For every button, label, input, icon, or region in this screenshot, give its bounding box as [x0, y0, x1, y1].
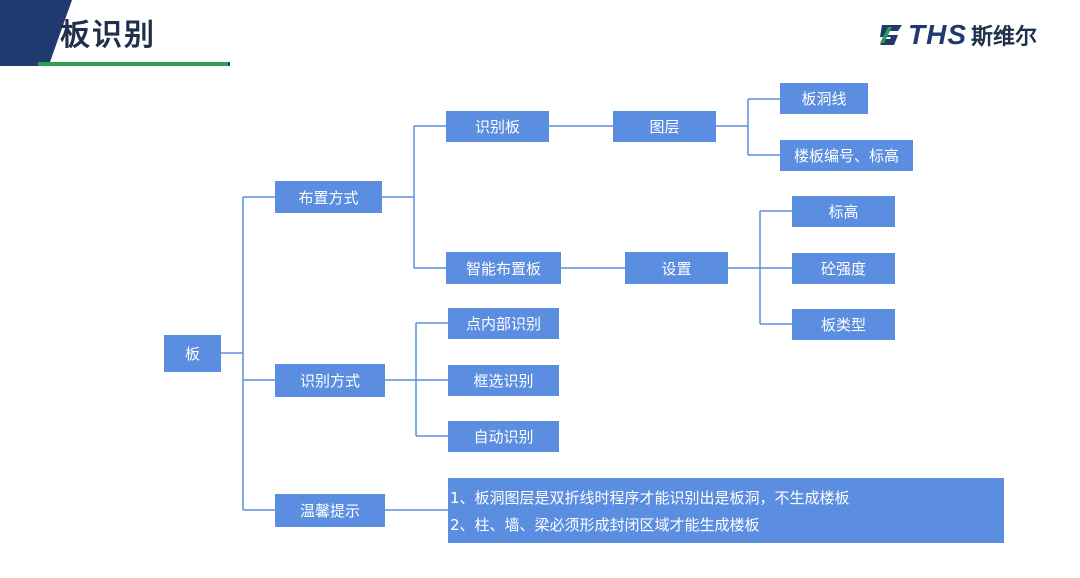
page-title: 板识别 [60, 18, 156, 53]
logo-text: THS [908, 19, 967, 50]
tips-line-1: 1、板洞图层是双折线时程序才能识别出是板洞，不生成楼板 [450, 489, 850, 507]
node-concrete-strength: 砼强度 [792, 253, 895, 284]
node-slab-type: 板类型 [792, 309, 895, 340]
node-box-select-recognize: 框选识别 [448, 365, 559, 396]
node-slab-hole-line: 板洞线 [780, 83, 868, 114]
tips-line-2: 2、柱、墙、梁必须形成封闭区域才能生成楼板 [450, 516, 760, 534]
ths-logo: THS 斯维尔 [878, 18, 1037, 52]
node-tips: 温馨提示 [275, 494, 385, 527]
ths-logo-icon [880, 25, 902, 45]
node-floor-number-elevation: 楼板编号、标高 [780, 140, 913, 171]
node-settings: 设置 [625, 252, 728, 284]
tips-note: 1、板洞图层是双折线时程序才能识别出是板洞，不生成楼板 2、柱、墙、梁必须形成封… [448, 478, 1004, 543]
node-smart-layout-slab: 智能布置板 [446, 252, 561, 284]
header-band [0, 0, 50, 62]
node-elevation: 标高 [792, 196, 895, 227]
node-auto-recognize: 自动识别 [448, 421, 559, 452]
node-layer: 图层 [613, 111, 716, 142]
header-band-tip [50, 0, 72, 62]
node-recognize-method: 识别方式 [275, 364, 385, 397]
header-underline-accent [38, 62, 228, 66]
node-root-slab: 板 [164, 335, 221, 372]
logo-text-cn: 斯维尔 [971, 25, 1038, 50]
node-recognize-slab: 识别板 [446, 111, 549, 142]
node-layout-method: 布置方式 [275, 181, 382, 213]
node-point-inside-recognize: 点内部识别 [448, 308, 559, 339]
